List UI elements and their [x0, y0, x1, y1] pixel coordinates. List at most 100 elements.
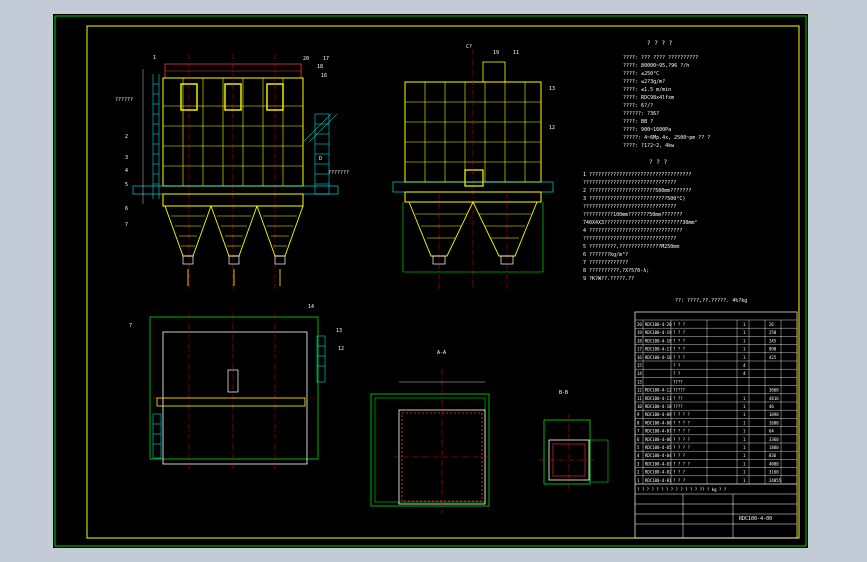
drawing-sheet: ?????? D ??????? 2 3 4 5 6 7 1 20 17 18 …: [53, 14, 808, 548]
spec-line: ????: 6?/?: [623, 103, 653, 109]
parts-cell-qty: 1: [743, 404, 746, 409]
parts-cell-mass: 1880: [769, 445, 779, 450]
sheet-border: [54, 15, 807, 547]
note-line: 740X4X3??????????????????????????30mm²: [583, 220, 697, 226]
note-line: 5 ?????????,??????????????M250mm: [583, 244, 679, 250]
tech-notes-heading: ? ? ?: [649, 159, 667, 166]
section-a-label: A-A: [437, 350, 446, 356]
plan-view: 7 13 12 14: [129, 304, 344, 469]
spec-line: ????: RDC98x4lfxm: [623, 95, 674, 101]
spec-line: ????: ??? ???? ??????????: [623, 55, 698, 61]
parts-cell-no: 15: [637, 363, 642, 368]
parts-cell-name: ????: [673, 379, 683, 384]
note-line: 9 ?K?W??.?????.??: [583, 276, 634, 282]
parts-cell-name: ? ? ? ?: [673, 445, 690, 450]
parts-cell-code: RDC100-4-18: [645, 338, 672, 343]
parts-cell-no: 14: [637, 371, 642, 376]
parts-cell-code: RDC100-4-17: [645, 347, 672, 352]
side-elevation: C? 19 11 13 12: [392, 44, 555, 289]
parts-cell-no: 3: [637, 461, 640, 466]
parts-cell-no: 11: [637, 396, 642, 401]
parts-cell-code: RDC100-4-01: [645, 478, 672, 483]
parts-cell-no: 7: [637, 429, 640, 434]
parts-cell-qty: 1: [743, 330, 746, 335]
parts-cell-qty: 1: [743, 420, 746, 425]
tech-notes: ? ? ? 1 ????????????????????????????????…: [583, 159, 747, 304]
callout-side-12: 12: [549, 125, 555, 131]
parts-cell-no: 6: [637, 437, 640, 442]
parts-cell-qty: 1: [743, 429, 746, 434]
spec-line: ????: BB ?: [623, 119, 653, 125]
note-line: 7 ?????????????: [583, 260, 628, 266]
parts-cell-name: ? ? ? ?: [673, 429, 690, 434]
parts-cell-mass: 26: [769, 322, 774, 327]
parts-cell-code: RDC100-4-11: [645, 396, 672, 401]
section-b-b: B-B: [539, 390, 609, 492]
parts-cell-qty: 1: [743, 355, 746, 360]
parts-cell-no: 10: [637, 404, 642, 409]
parts-cell-qty: 4: [743, 363, 746, 368]
parts-cell-code: RDC100-4-06: [645, 437, 672, 442]
parts-cell-qty: 4: [743, 371, 746, 376]
parts-cell-name: ? ? ?: [673, 478, 686, 483]
parts-cell-mass: 345: [769, 338, 777, 343]
parts-cell-name: ? ??: [673, 396, 683, 401]
parts-cell-name: ? ?: [673, 363, 681, 368]
parts-cell-no: 1: [637, 478, 640, 483]
parts-cell-mass: 4816: [769, 396, 779, 401]
parts-cell-no: 13: [637, 379, 642, 384]
parts-cell-mass: 1680: [769, 420, 779, 425]
parts-cell-name: ? ? ?: [673, 453, 686, 458]
note-line: 1 ??????????????????????????????????: [583, 172, 691, 178]
parts-cell-name: ? ? ?: [673, 330, 686, 335]
parts-cell-qty: 1: [743, 453, 746, 458]
parts-cell-no: 20: [637, 322, 642, 327]
parts-cell-mass: 836: [769, 453, 777, 458]
callout-top-18: 18: [317, 64, 323, 70]
parts-cell-no: 4: [637, 453, 640, 458]
parts-cell-no: 17: [637, 347, 642, 352]
weight-label: ??: ????,??.?????. 4%?kg: [675, 298, 747, 304]
parts-cell-qty: 1: [743, 338, 746, 343]
spec-line: ????: ?1?2~2, 4kw: [623, 143, 675, 149]
note-line: ??????????100mm???????50mm???????: [583, 212, 682, 218]
parts-cell-name: ? ? ?: [673, 355, 686, 360]
parts-cell-qty: 1: [743, 347, 746, 352]
parts-cell-code: RDC100-4-16: [645, 355, 672, 360]
parts-cell-code: RDC100-4-07: [645, 429, 672, 434]
view-label-d: D: [319, 156, 322, 162]
parts-cell-code: RDC100-4-05: [645, 445, 672, 450]
spec-line: ????: ≤2?3g/m?: [623, 79, 665, 85]
parts-cell-name: ? ?: [673, 371, 681, 376]
parts-cell-mass: 890: [769, 347, 777, 352]
note-line: ???????????????????????????????: [583, 180, 676, 186]
callout-side-19: 19: [493, 50, 499, 56]
parts-cell-no: 5: [637, 445, 640, 450]
parts-cell-code: RDC100-4-09: [645, 412, 672, 417]
parts-cell-code: RDC100-4-08: [645, 420, 672, 425]
parts-cell-name: ? ? ?: [673, 338, 686, 343]
callout-top-16: 16: [321, 73, 327, 79]
parts-cell-qty: 1: [743, 445, 746, 450]
note-line: 3 ??????????????????????????500°C): [583, 196, 685, 202]
parts-cell-name: ?????: [673, 388, 686, 393]
callout-6: 7: [125, 222, 128, 228]
callout-2: 3: [125, 155, 128, 161]
spec-line: ?????: 4~6Mp.4x, 2500~pm ?? ?: [623, 135, 710, 141]
front-elevation: ?????? D ??????? 2 3 4 5 6 7 1 20 17 18 …: [115, 54, 349, 289]
parts-cell-name: ? ? ?: [673, 322, 686, 327]
parts-cell-mass: 3660: [769, 388, 779, 393]
parts-cell-mass: 258: [769, 330, 777, 335]
callout-4: 5: [125, 182, 128, 188]
parts-cell-name: ? ? ?: [673, 470, 686, 475]
parts-cell-no: 9: [637, 412, 640, 417]
spec-line: ????: ≤1.5 m/min: [623, 87, 671, 93]
callout-top-17: 17: [323, 56, 329, 62]
note-line: 8 ??????????,?X?570-λ;: [583, 268, 649, 274]
note-line: 2 ??????????????????????500mm???????: [583, 188, 691, 194]
parts-cell-code: RDC100-4-10: [645, 404, 672, 409]
parts-cell-code: RDC100-4-02: [645, 470, 672, 475]
note-line: ???????????????????????????????: [583, 204, 676, 210]
callout-0: 1: [153, 55, 156, 61]
